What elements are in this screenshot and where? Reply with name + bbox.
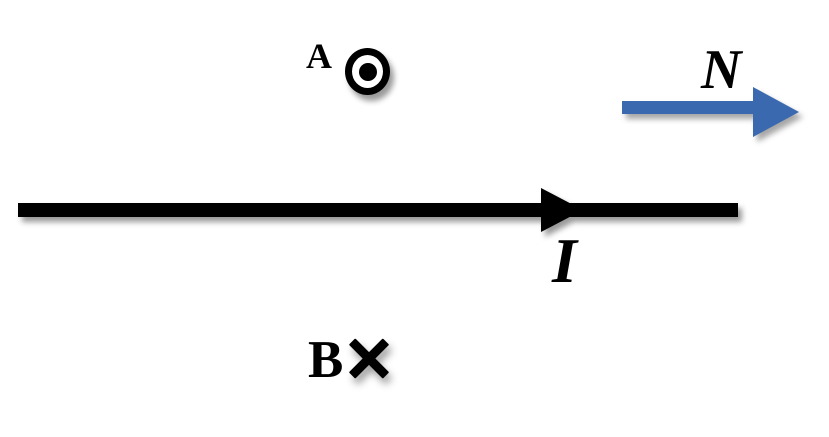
circled-dot-center xyxy=(358,62,377,81)
point-b-label: B xyxy=(308,331,344,389)
point-a-label: A xyxy=(306,36,332,76)
north-arrow-shaft xyxy=(622,101,755,114)
wire-line xyxy=(18,203,738,217)
north-arrow xyxy=(622,87,799,137)
current-wire-arrow xyxy=(18,188,738,232)
field-out-of-page-icon xyxy=(345,48,390,95)
current-label: I xyxy=(552,225,577,296)
field-into-page-icon xyxy=(348,337,390,379)
current-direction-arrowhead xyxy=(541,188,583,232)
north-label: N xyxy=(701,39,742,101)
north-arrow-head xyxy=(753,87,799,137)
